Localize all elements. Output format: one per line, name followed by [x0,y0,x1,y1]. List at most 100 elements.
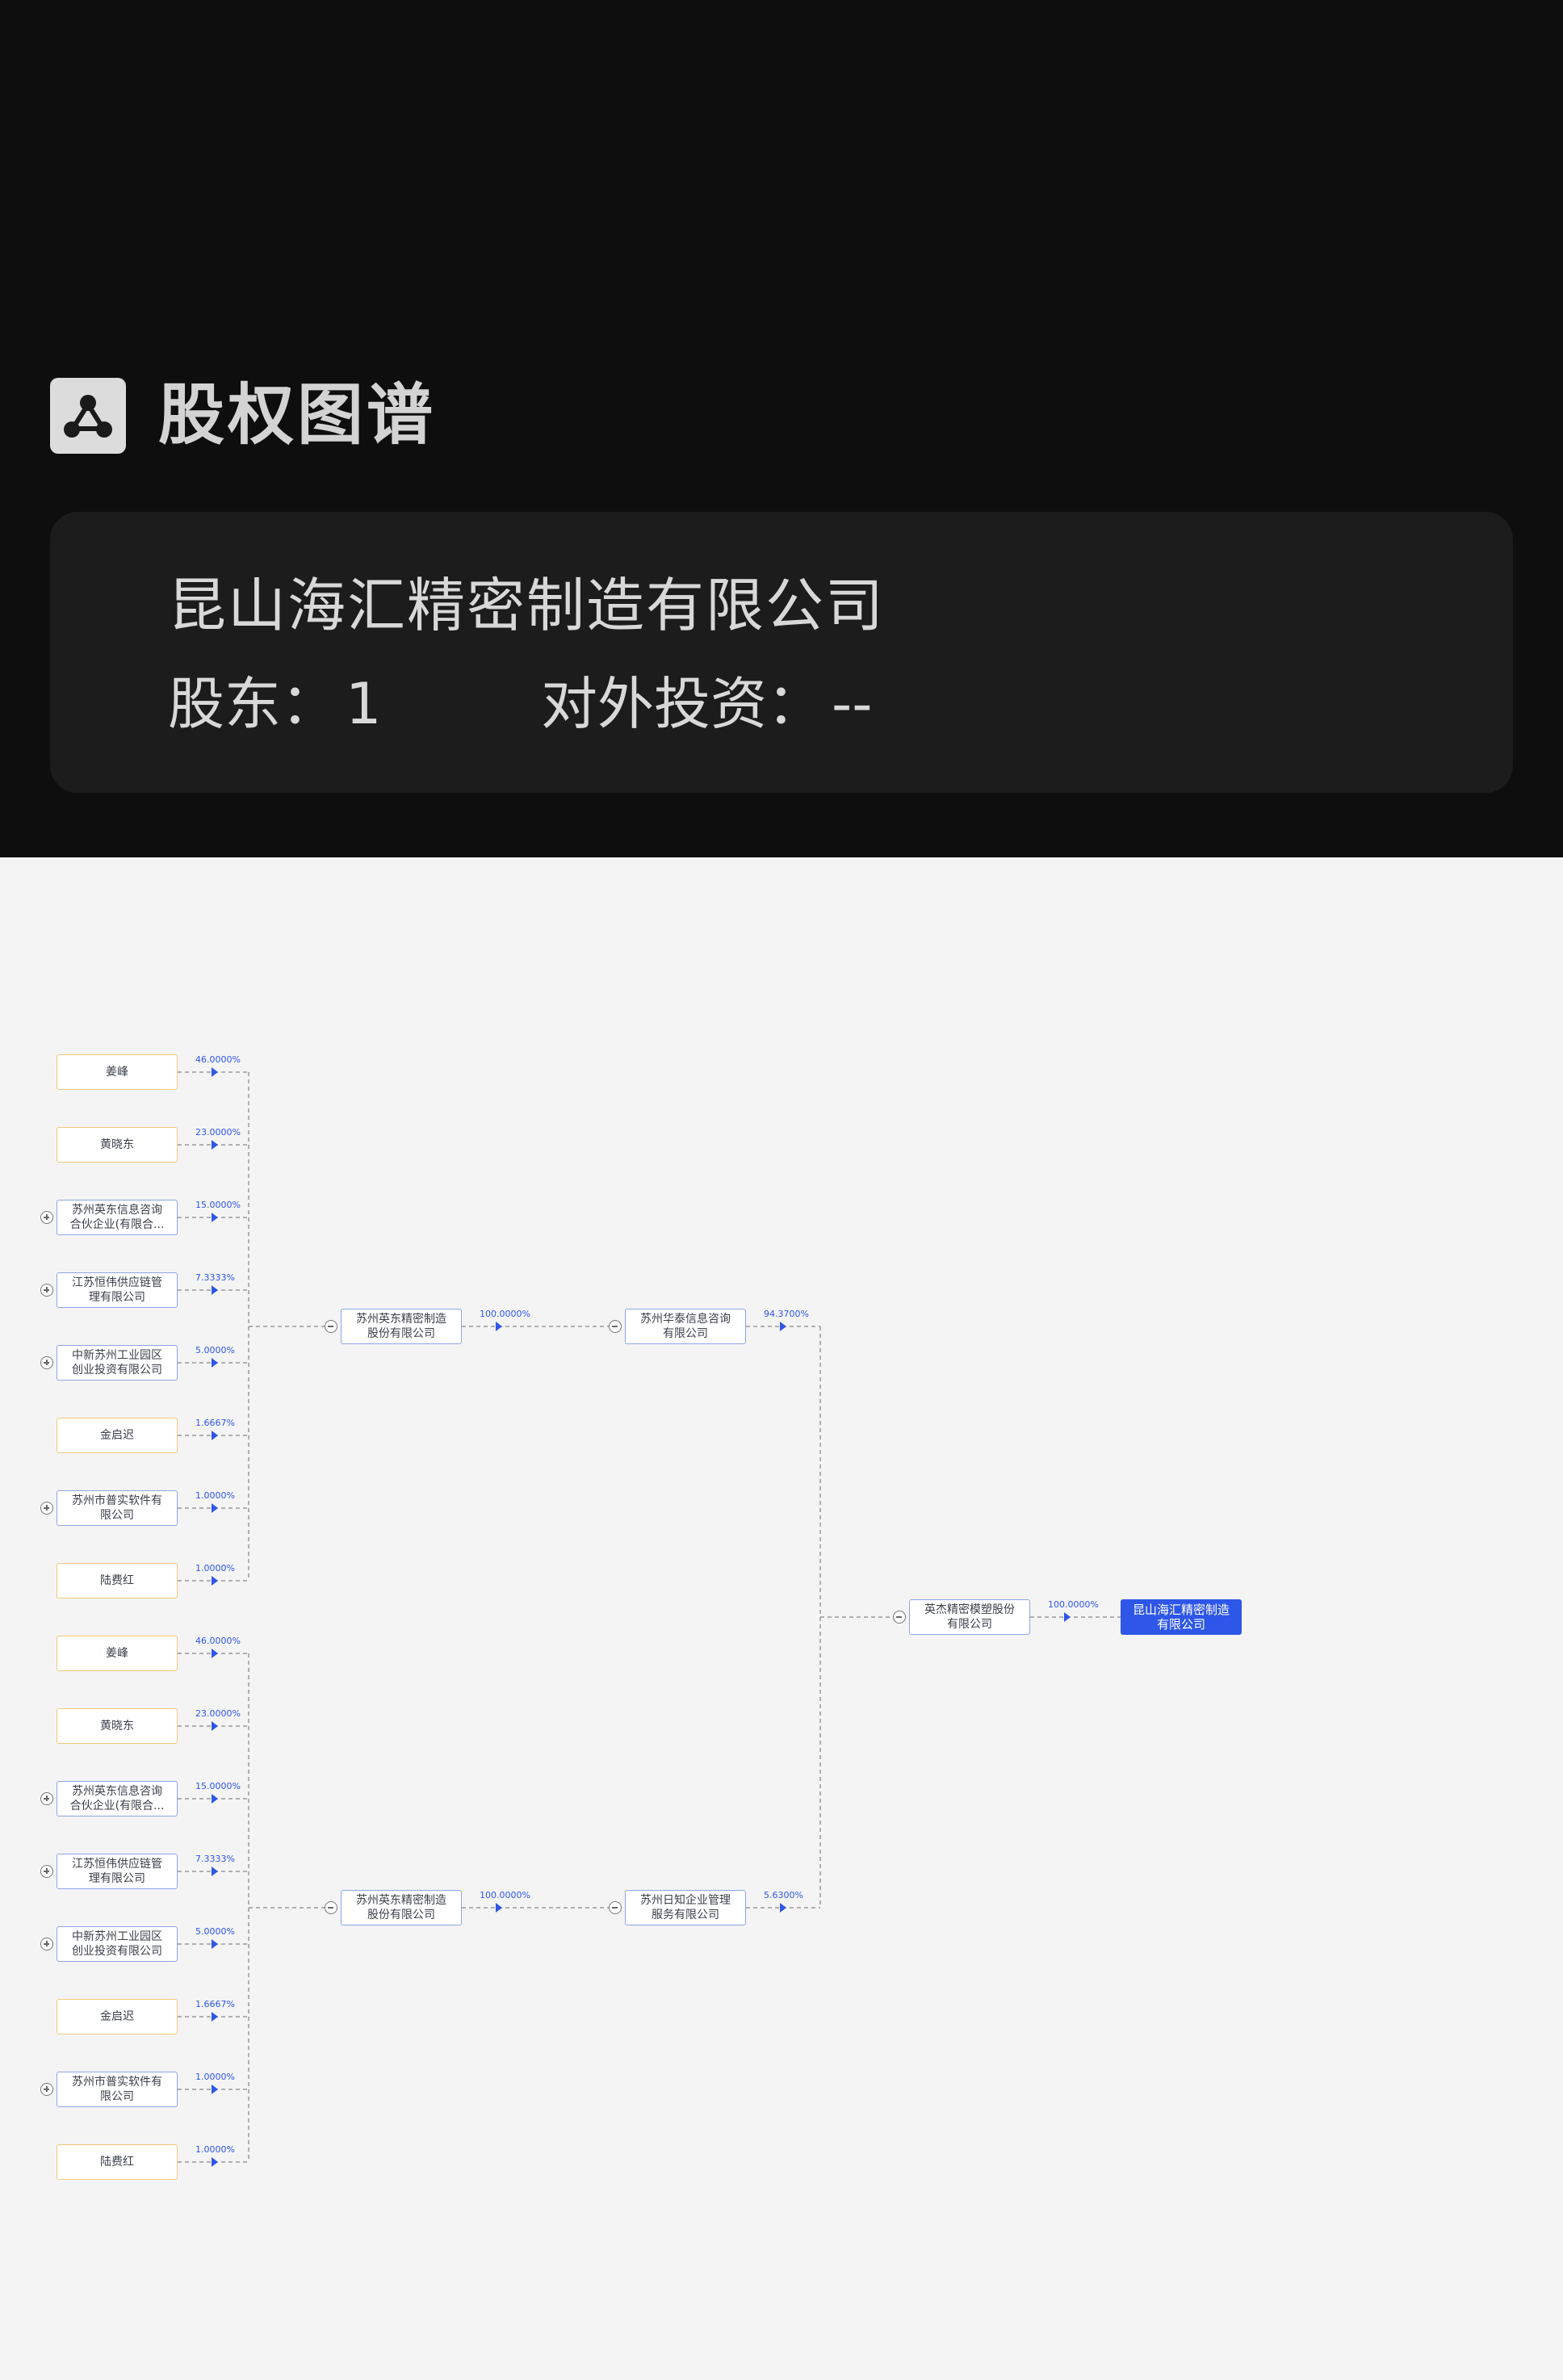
level1-company-node[interactable]: 苏州英东精密制造 股份有限公司 [341,1309,462,1344]
percent-label: 5.0000% [195,1345,235,1356]
investments-label: 对外投资： [541,671,823,737]
percent-label: 1.0000% [195,2144,235,2155]
share-graph-icon [50,378,126,454]
percent-label: 15.0000% [195,1200,241,1210]
shareholder-node[interactable]: 金启迟 [57,1418,178,1453]
percent-label: 7.3333% [195,1854,235,1864]
shareholder-node-label: 苏州市普实软件有 限公司 [72,2076,162,2103]
shareholder-node[interactable]: 苏州市普实软件有 限公司 [57,1490,178,1526]
shareholder-node-label: 陆费红 [100,2156,134,2168]
arrow-icon [212,1431,218,1440]
percent-label: 100.0000% [480,1890,530,1900]
arrow-icon [212,2085,218,2094]
percent-label: 1.6667% [195,1418,235,1428]
shareholder-node-label: 中新苏州工业园区 创业投资有限公司 [72,1930,162,1958]
shareholder-node-label: 苏州英东信息咨询 合伙企业(有限合... [69,1204,165,1231]
shareholder-node-label: 姜峰 [106,1647,128,1660]
percent-label: 23.0000% [195,1708,241,1719]
expand-plus-icon[interactable] [40,1792,53,1805]
collapse-minus-icon[interactable] [893,1611,906,1624]
shareholder-node[interactable]: 中新苏州工业园区 创业投资有限公司 [57,1345,178,1381]
percent-label: 1.6667% [195,1999,235,2009]
shareholder-node[interactable]: 金启迟 [57,1999,178,2034]
shareholder-node-label: 黄晓东 [100,1720,134,1733]
shareholders-label: 股东： [168,671,337,737]
arrow-icon [212,1939,218,1949]
shareholder-node-label: 姜峰 [106,1066,128,1079]
arrow-icon [212,2157,218,2167]
shareholder-node-label: 陆费红 [100,1574,134,1587]
shareholder-node[interactable]: 黄晓东 [57,1127,178,1163]
percent-label: 23.0000% [195,1127,241,1138]
collapse-minus-icon[interactable] [609,1320,622,1333]
shareholder-node-label: 江苏恒伟供应链管 理有限公司 [72,1858,162,1885]
arrow-icon [212,1576,218,1586]
graph-edges [178,1067,1121,2167]
shareholder-node[interactable]: 江苏恒伟供应链管 理有限公司 [57,1272,178,1308]
shareholder-node[interactable]: 陆费红 [57,1563,178,1599]
arrow-icon [212,1503,218,1513]
investments-value: -- [832,671,873,737]
arrow-icon [212,1285,218,1295]
arrow-icon [212,1867,218,1876]
expand-plus-icon[interactable] [40,1938,53,1951]
shareholders-stat[interactable]: 股东：1 [168,664,382,744]
level2-company-node[interactable]: 苏州日知企业管理 服务有限公司 [625,1890,746,1925]
level1-company-node[interactable]: 苏州英东精密制造 股份有限公司 [341,1890,462,1925]
investments-stat[interactable]: 对外投资：-- [541,664,873,744]
expand-plus-icon[interactable] [40,1211,53,1224]
arrow-icon [212,2012,218,2022]
expand-plus-icon[interactable] [40,1356,53,1369]
expand-plus-icon[interactable] [40,1502,53,1515]
percent-label: 100.0000% [480,1309,530,1319]
expand-plus-icon[interactable] [40,2083,53,2096]
percent-label: 100.0000% [1048,1599,1099,1610]
percent-label: 15.0000% [195,1781,241,1791]
collapse-minus-icon[interactable] [609,1901,622,1914]
arrow-icon [212,1794,218,1804]
parent-company-node[interactable]: 英杰精密模塑股份 有限公司 [909,1599,1030,1635]
company-card: 昆山海汇精密制造有限公司 股东：1 对外投资：-- [50,512,1513,793]
percent-label: 94.3700% [764,1309,809,1319]
expand-plus-icon[interactable] [40,1865,53,1878]
shareholder-node[interactable]: 江苏恒伟供应链管 理有限公司 [57,1854,178,1889]
page-title: 股权图谱 [158,377,437,454]
shareholder-node-label: 金启迟 [100,1429,134,1442]
shareholder-node-label: 黄晓东 [100,1138,134,1151]
arrow-icon [780,1322,786,1331]
target-company-node-label: 昆山海汇精密制造 有限公司 [1132,1603,1230,1632]
target-company-node[interactable]: 昆山海汇精密制造 有限公司 [1121,1599,1242,1635]
arrow-icon [212,1358,218,1368]
percent-label: 46.0000% [195,1636,241,1646]
header: 股权图谱 昆山海汇精密制造有限公司 股东：1 对外投资：-- [0,0,1563,857]
arrow-icon [212,1721,218,1731]
shareholder-node[interactable]: 姜峰 [57,1636,178,1671]
shareholder-node-label: 苏州市普实软件有 限公司 [72,1494,162,1522]
equity-graph[interactable]: 姜峰 46.0000% 黄晓东 23.0000% 苏州英东信息咨询 合伙企业(有限合..… [0,857,1563,2380]
shareholder-node[interactable]: 姜峰 [57,1054,178,1090]
percent-label: 1.0000% [195,1563,235,1573]
shareholder-node[interactable]: 苏州英东信息咨询 合伙企业(有限合... [57,1781,178,1816]
arrow-icon [780,1903,786,1913]
shareholder-node[interactable]: 中新苏州工业园区 创业投资有限公司 [57,1926,178,1962]
shareholder-node[interactable]: 黄晓东 [57,1708,178,1744]
level1-company-node-label: 苏州英东精密制造 股份有限公司 [356,1894,446,1921]
shareholder-node-label: 苏州英东信息咨询 合伙企业(有限合... [69,1785,165,1812]
level2-company-node[interactable]: 苏州华泰信息咨询 有限公司 [625,1309,746,1344]
shareholder-node[interactable]: 陆费红 [57,2144,178,2180]
percent-label: 5.0000% [195,1926,235,1937]
percent-label: 1.0000% [195,2072,235,2082]
percent-label: 7.3333% [195,1272,235,1283]
collapse-minus-icon[interactable] [325,1320,337,1333]
shareholder-node-label: 江苏恒伟供应链管 理有限公司 [72,1276,162,1304]
level1-company-node-label: 苏州英东精密制造 股份有限公司 [356,1313,446,1340]
level2-company-node-label: 苏州华泰信息咨询 有限公司 [640,1313,731,1340]
arrow-icon [212,1140,218,1150]
shareholder-node[interactable]: 苏州英东信息咨询 合伙企业(有限合... [57,1200,178,1235]
level2-company-node-label: 苏州日知企业管理 服务有限公司 [640,1894,731,1921]
expand-plus-icon[interactable] [40,1284,53,1297]
shareholder-node-label: 金启迟 [100,2010,134,2023]
arrow-icon [212,1649,218,1658]
shareholder-node[interactable]: 苏州市普实软件有 限公司 [57,2072,178,2107]
collapse-minus-icon[interactable] [325,1901,337,1914]
